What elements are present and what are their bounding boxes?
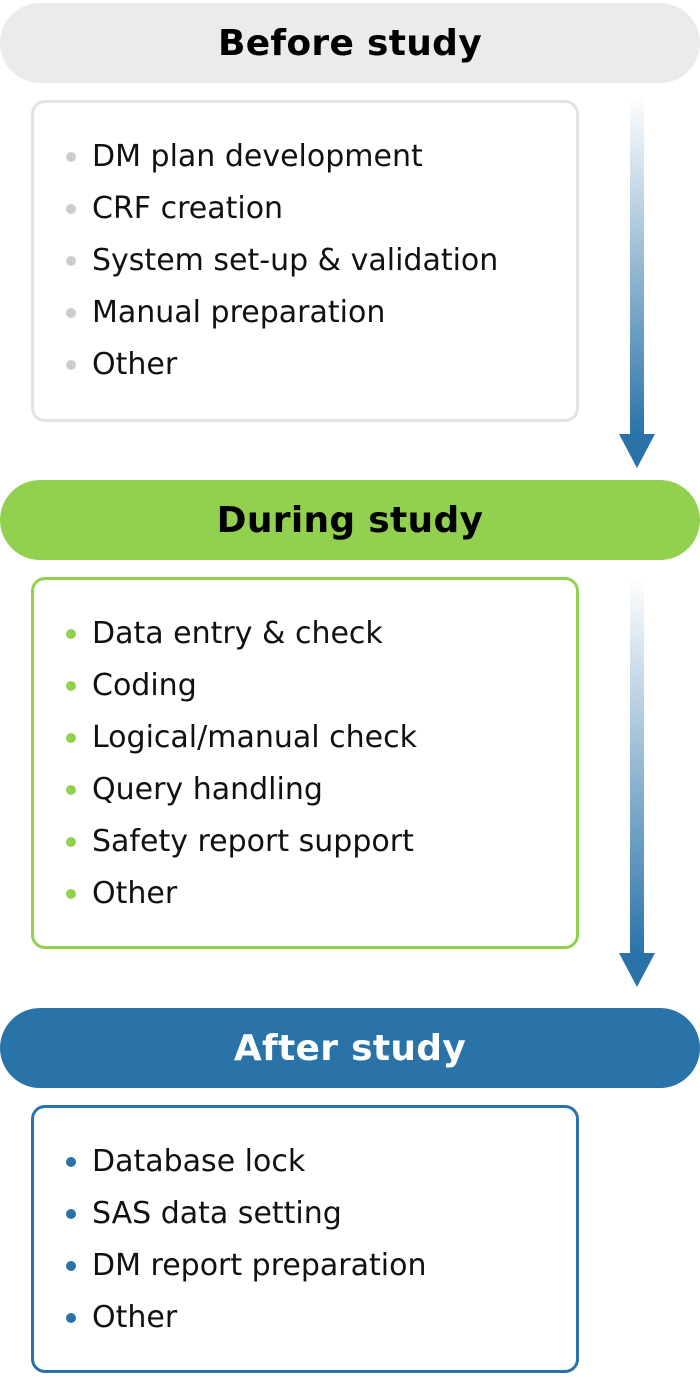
stage-header-after: After study: [0, 1008, 700, 1088]
bullet-icon: [66, 629, 76, 639]
stage-box-after: Database lock SAS data setting DM report…: [31, 1105, 579, 1373]
bullet-icon: [66, 889, 76, 899]
list-item: Database lock: [62, 1136, 426, 1188]
bullet-icon: [66, 785, 76, 795]
list-item: Other: [62, 1292, 426, 1344]
down-arrow-icon: [619, 577, 655, 987]
stage-header-during: During study: [0, 480, 700, 560]
bullet-icon: [66, 1209, 76, 1219]
bullet-icon: [66, 256, 76, 266]
list-item: CRF creation: [62, 183, 498, 235]
stage-title-during: During study: [216, 499, 484, 541]
bullet-icon: [66, 152, 76, 162]
list-item: System set-up & validation: [62, 235, 498, 287]
list-item: Other: [62, 339, 498, 391]
bullet-icon: [66, 837, 76, 847]
list-item: DM plan development: [62, 131, 498, 183]
stage-box-during: Data entry & check Coding Logical/manual…: [31, 577, 579, 949]
bullet-icon: [66, 1261, 76, 1271]
bullet-icon: [66, 360, 76, 370]
task-list-after: Database lock SAS data setting DM report…: [62, 1136, 426, 1344]
list-item: Coding: [62, 660, 417, 712]
list-item: Safety report support: [62, 816, 417, 868]
task-list-before: DM plan development CRF creation System …: [62, 131, 498, 391]
bullet-icon: [66, 733, 76, 743]
bullet-icon: [66, 308, 76, 318]
task-list-during: Data entry & check Coding Logical/manual…: [62, 608, 417, 920]
bullet-icon: [66, 681, 76, 691]
bullet-icon: [66, 1157, 76, 1167]
down-arrow-icon: [619, 96, 655, 468]
list-item: SAS data setting: [62, 1188, 426, 1240]
list-item: DM report preparation: [62, 1240, 426, 1292]
stage-title-after: After study: [233, 1027, 467, 1069]
list-item: Other: [62, 868, 417, 920]
list-item: Query handling: [62, 764, 417, 816]
bullet-icon: [66, 204, 76, 214]
bullet-icon: [66, 1313, 76, 1323]
list-item: Logical/manual check: [62, 712, 417, 764]
stage-header-before: Before study: [0, 3, 700, 83]
list-item: Data entry & check: [62, 608, 417, 660]
stage-title-before: Before study: [217, 22, 483, 64]
list-item: Manual preparation: [62, 287, 498, 339]
stage-box-before: DM plan development CRF creation System …: [31, 100, 579, 422]
